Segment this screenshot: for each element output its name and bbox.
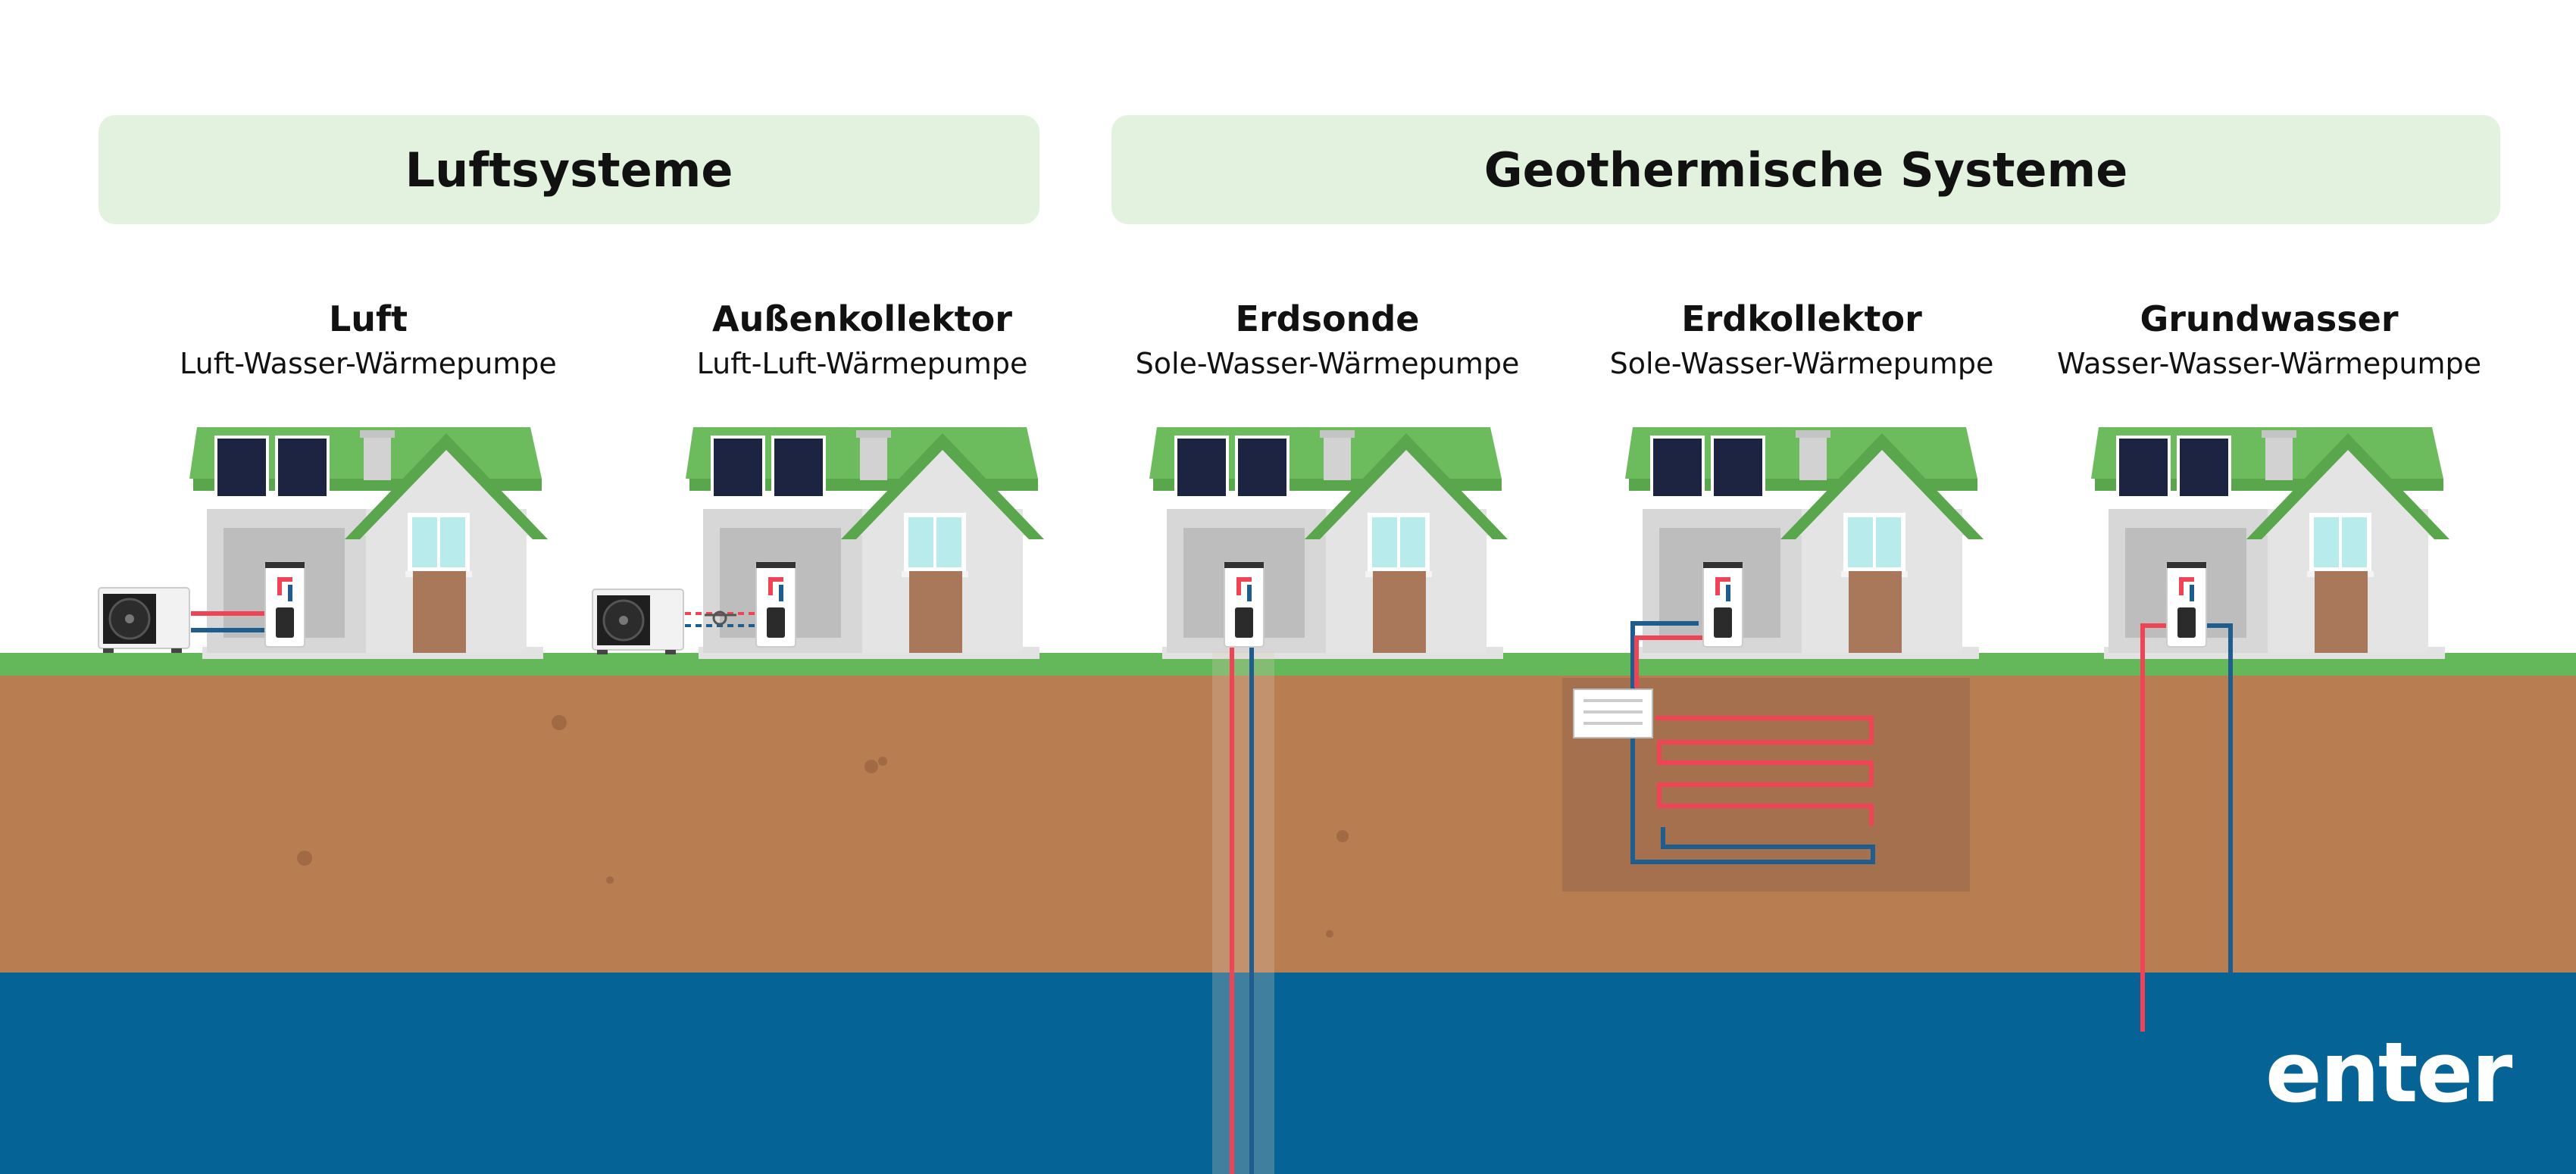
groundwater-layer	[0, 971, 2576, 1174]
house-erdsonde	[1149, 427, 1508, 659]
indoor-unit-icon	[2166, 561, 2207, 648]
group-title-geothermal: Geothermische Systeme	[1483, 142, 2128, 198]
enter-logo: enter	[2265, 1024, 2512, 1121]
system-subtitle-aussenkollektor: Luft-Luft-Wärmepumpe	[696, 347, 1028, 380]
indoor-unit-icon	[755, 561, 796, 648]
system-subtitle-erdsonde: Sole-Wasser-Wärmepumpe	[1135, 347, 1520, 380]
borehole	[1212, 651, 1274, 1174]
system-subtitle-erdkollektor: Sole-Wasser-Wärmepumpe	[1609, 347, 1994, 380]
system-title-erdkollektor: Erdkollektor	[1681, 298, 1922, 339]
group-banner-air: Luftsysteme	[98, 115, 1039, 224]
indoor-unit-icon	[1224, 561, 1265, 648]
system-title-aussenkollektor: Außenkollektor	[712, 298, 1012, 339]
soil-layer	[0, 674, 2576, 973]
system-subtitle-grundwasser: Wasser-Wasser-Wärmepumpe	[2056, 347, 2482, 380]
house-luft	[189, 427, 548, 659]
system-title-grundwasser: Grundwasser	[2140, 298, 2399, 339]
outdoor-unit-icon	[97, 586, 191, 654]
system-title-erdsonde: Erdsonde	[1235, 298, 1420, 339]
airflow-icon	[705, 610, 736, 626]
system-title-luft: Luft	[328, 298, 408, 339]
indoor-unit-icon	[264, 561, 305, 648]
group-banner-geothermal: Geothermische Systeme	[1111, 115, 2500, 224]
indoor-unit-icon	[1702, 561, 1743, 648]
system-subtitle-luft: Luft-Wasser-Wärmepumpe	[180, 347, 557, 380]
group-title-air: Luftsysteme	[405, 142, 733, 198]
outdoor-unit-icon	[591, 588, 685, 656]
